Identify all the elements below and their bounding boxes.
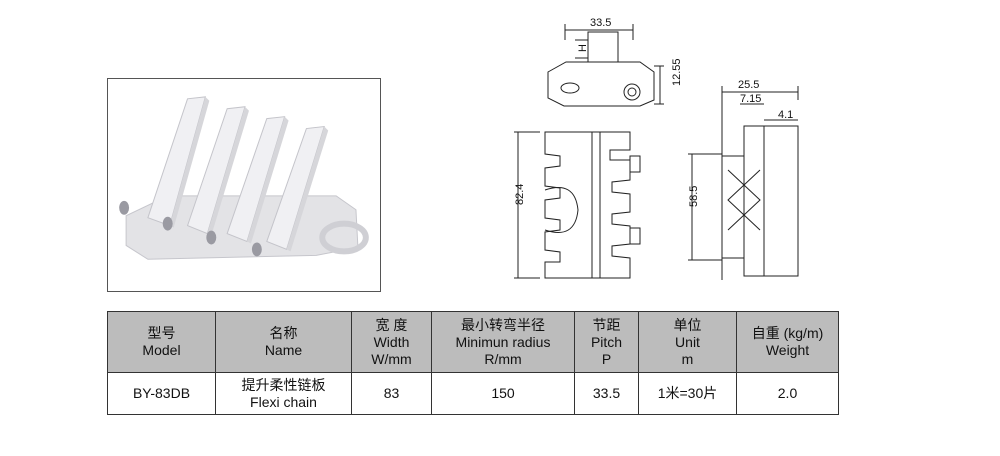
cell-name: 提升柔性链板 Flexi chain (215, 372, 352, 415)
cell-pitch: 33.5 (574, 372, 639, 415)
dim-width-top: 33.5 (590, 17, 611, 29)
cell-unit: 1米=30片 (638, 372, 737, 415)
cell-width: 83 (351, 372, 432, 415)
spec-header-row: 型号 Model 名称 Name 宽 度 Width W/mm 最小转弯半径 M… (107, 311, 839, 373)
dim-length: 82.4 (514, 184, 526, 205)
header-radius: 最小转弯半径 Minimun radius R/mm (431, 311, 575, 373)
dim-pitch-thickness: 4.1 (778, 109, 793, 121)
dim-h: H (577, 44, 589, 52)
product-photo (107, 78, 381, 292)
header-name: 名称 Name (215, 311, 352, 373)
header-model: 型号 Model (107, 311, 216, 373)
dim-height: 58.5 (688, 186, 700, 207)
flexi-chain-photo (108, 79, 380, 291)
header-pitch: 节距 Pitch P (574, 311, 639, 373)
cell-weight: 2.0 (736, 372, 839, 415)
header-weight: 自重 (kg/m) Weight (736, 311, 839, 373)
cell-radius: 150 (431, 372, 575, 415)
dim-thickness: 12.55 (671, 58, 683, 86)
spec-data-row: BY-83DB 提升柔性链板 Flexi chain 83 150 33.5 1… (107, 372, 839, 415)
dim-side-width: 25.5 (738, 79, 759, 91)
cell-model: BY-83DB (107, 372, 216, 415)
dim-offset: 7.15 (740, 93, 761, 105)
header-unit: 单位 Unit m (638, 311, 737, 373)
header-width: 宽 度 Width W/mm (351, 311, 432, 373)
spec-table: 型号 Model 名称 Name 宽 度 Width W/mm 最小转弯半径 M… (107, 311, 839, 415)
